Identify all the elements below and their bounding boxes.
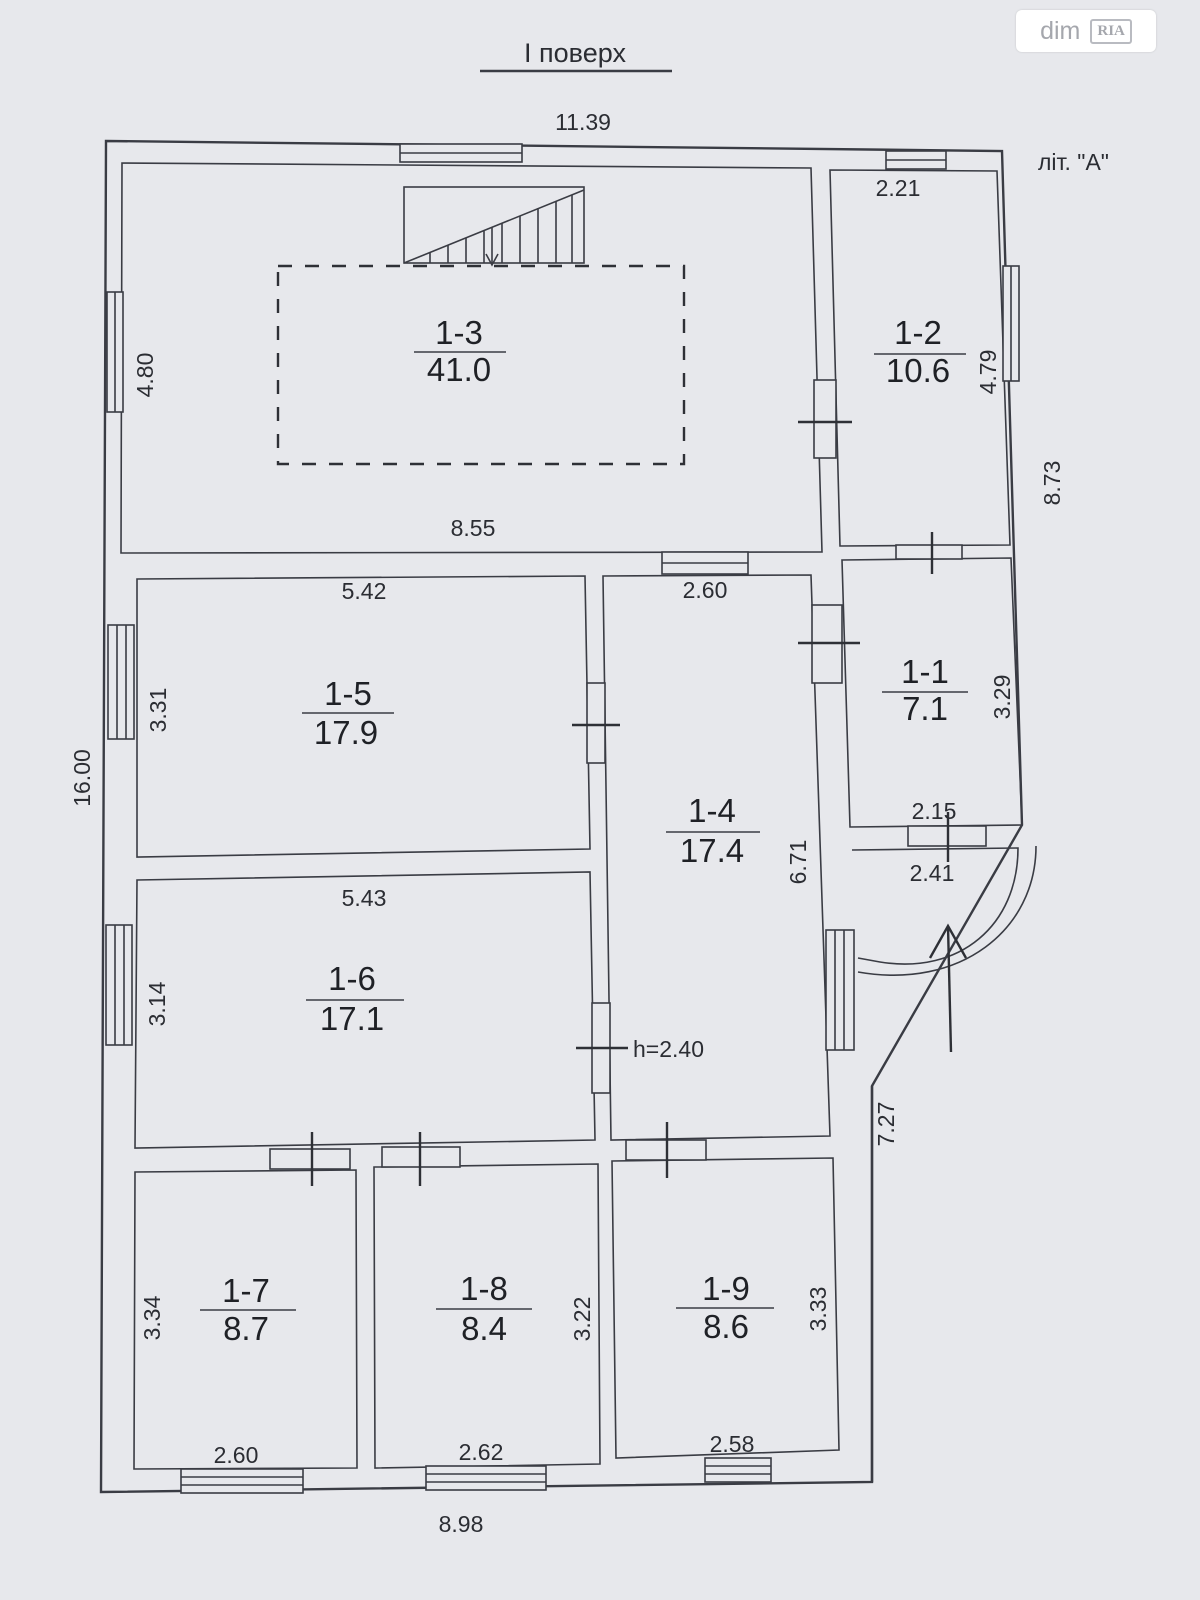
room-1-5-area: 17.9 [314,714,378,751]
dim-right-lower: 7.27 [873,1102,899,1147]
dim-room-1-6-width: 5.43 [342,885,387,911]
dim-room-1-5-width: 5.42 [342,578,387,604]
room-1-8 [373,1163,601,1469]
room-1-8-number: 1-8 [460,1270,508,1307]
room-1-1-number: 1-1 [901,653,949,690]
watermark-dim-text: dim [1040,16,1081,45]
floor-title: I поверх [524,38,626,68]
dim-room-1-7-width: 2.60 [214,1442,259,1468]
stair-icon [403,186,585,267]
room-1-8-area: 8.4 [461,1310,507,1347]
dim-room-1-1-height: 3.29 [989,675,1015,720]
room-1-4-area: 17.4 [680,832,744,869]
dim-room-1-5-height: 3.31 [145,688,171,733]
room-1-4 [602,574,831,1141]
dim-overall-bottom: 8.98 [439,1511,484,1537]
room-1-7-number: 1-7 [222,1272,270,1309]
dim-room-1-8-width: 2.62 [459,1439,504,1465]
room-1-9-number: 1-9 [702,1270,750,1307]
room-1-7 [133,1169,358,1470]
room-1-5-number: 1-5 [324,675,372,712]
dim-room-1-7-height: 3.34 [139,1295,165,1340]
dim-room-1-4-height: 6.71 [785,840,811,885]
outer-walls [99,139,1024,1494]
dim-porch-width: 2.41 [910,860,955,886]
dashed-area-outline [276,264,686,466]
room-1-3-area: 41.0 [427,351,491,388]
room-1-6 [134,871,596,1149]
dim-room-1-2-width: 2.21 [876,175,921,201]
windows [105,143,1020,1494]
room-1-7-area: 8.7 [223,1310,269,1347]
height-note: h=2.40 [633,1036,704,1062]
dim-room-1-3-width: 8.55 [451,515,496,541]
dim-room-1-9-height: 3.33 [805,1287,831,1332]
dim-room-1-6-height: 3.14 [144,981,170,1026]
room-1-6-area: 17.1 [320,1000,384,1037]
dim-room-1-3-height: 4.80 [132,353,158,398]
dim-overall-left: 16.00 [69,749,95,807]
room-1-4-number: 1-4 [688,792,736,829]
room-1-3-number: 1-3 [435,314,483,351]
room-1-5 [136,575,591,858]
room-1-6-number: 1-6 [328,960,376,997]
dim-room-1-9-width: 2.58 [710,1431,755,1457]
room-1-2-area: 10.6 [886,352,950,389]
dim-ria-watermark: dim RIA [1016,10,1156,52]
dim-right-upper: 8.73 [1039,461,1065,506]
dim-room-1-1-width: 2.15 [912,798,957,824]
room-1-9-area: 8.6 [703,1308,749,1345]
dim-overall-top: 11.39 [555,109,611,135]
room-1-9 [611,1157,840,1459]
room-1-3 [120,162,823,554]
room-labels: 1-3 41.0 1-2 10.6 1-1 7.1 1-5 17.9 1-4 1… [200,314,968,1347]
dimension-labels: 11.39 8.98 16.00 8.73 7.27 4.80 8.55 2.2… [69,109,1065,1537]
room-1-1-area: 7.1 [902,690,948,727]
dim-room-1-8-height: 3.22 [569,1297,595,1342]
entrance-porch [851,845,1037,977]
lit-label: літ. "А" [1038,149,1109,175]
door-openings [269,379,987,1186]
room-1-2-number: 1-2 [894,314,942,351]
entrance-arrow [928,923,968,1053]
dim-room-1-2-height: 4.79 [975,350,1001,395]
watermark-ria-logo: RIA [1090,18,1132,44]
dim-room-1-4-width: 2.60 [683,577,728,603]
